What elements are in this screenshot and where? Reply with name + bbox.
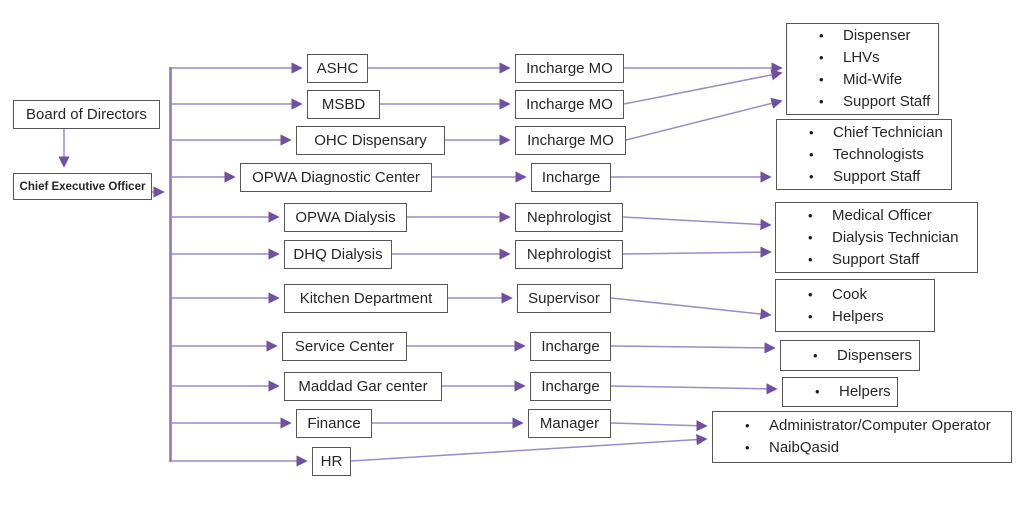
staff-box-admin: • Administrator/Computer Operator • NaibQa… (712, 411, 1012, 463)
connector-incharge9-staff (610, 383, 778, 395)
connector-hr-staff (350, 433, 708, 462)
connector-nephrologist2-staff (622, 246, 772, 258)
list-item: • Support Staff (789, 91, 936, 113)
staff-box-service: • Dispensers (780, 340, 920, 371)
dept-box-dhq-dialysis: DHQ Dialysis (284, 240, 392, 269)
role-box-supervisor: Supervisor (517, 284, 611, 313)
list-item: • Administrator/Computer Operator (715, 415, 1009, 437)
connector-inchargemo3-staff (625, 97, 783, 141)
bullet-icon: • (809, 124, 814, 140)
dept-box-kitchen-department: Kitchen Department (284, 284, 448, 313)
list-item: • Helpers (778, 306, 932, 328)
connector-supervisor-staff (610, 297, 772, 320)
list-item: • LHVs (789, 47, 936, 69)
role-box-nephrologist-2: Nephrologist (515, 240, 623, 269)
bullet-icon: • (809, 146, 814, 162)
list-item: • Dialysis Technician (778, 227, 975, 249)
connector-nephrologist1-staff (622, 216, 772, 231)
staff-item-label: Mid-Wife (843, 71, 903, 88)
list-item: • Medical Officer (778, 205, 975, 227)
bullet-icon: • (813, 347, 818, 363)
bullet-icon: • (808, 229, 813, 245)
dept-box-maddad-gar-center: Maddad Gar center (284, 372, 442, 401)
bullet-icon: • (819, 72, 824, 87)
dept-box-service-center: Service Center (282, 332, 407, 361)
staff-box-maddadgar: • Helpers (782, 377, 898, 407)
role-box-incharge-mo-3: Incharge MO (515, 126, 626, 155)
role-box-manager: Manager (528, 409, 611, 438)
staff-item-label: Administrator/Computer Operator (769, 417, 991, 434)
role-box-incharge-diagnostic: Incharge (531, 163, 611, 192)
staff-item-label: Support Staff (833, 167, 921, 185)
staff-item-label: Cook (832, 285, 868, 303)
ceo-box: Chief Executive Officer (13, 173, 152, 200)
staff-box-clinic: • Dispenser • LHVs • Mid-Wife • Support Staf… (786, 23, 939, 115)
staff-item-label: Support Staff (843, 93, 931, 110)
staff-item-label: Chief Technician (833, 123, 943, 141)
staff-box-dialysis: • Medical Officer • Dialysis Technician • S… (775, 202, 978, 273)
staff-box-kitchen: • Cook • Helpers (775, 279, 935, 332)
staff-item-label: LHVs (843, 49, 880, 66)
connector-inchargemo2-staff (623, 69, 783, 105)
staff-item-label: Medical Officer (832, 206, 932, 224)
bullet-icon: • (819, 94, 824, 109)
dept-box-hr: HR (312, 447, 351, 476)
bullet-icon: • (809, 168, 814, 184)
bullet-icon: • (815, 384, 820, 399)
role-box-incharge-maddadgar: Incharge (530, 372, 611, 401)
staff-item-label: Dispenser (843, 27, 911, 44)
list-item: • Helpers (785, 381, 895, 403)
dept-box-opwa-diagnostic-center: OPWA Diagnostic Center (240, 163, 432, 192)
bullet-icon: • (819, 28, 824, 43)
bullet-icon: • (745, 440, 750, 455)
staff-item-label: NaibQasid (769, 439, 840, 456)
list-item: • Dispenser (789, 25, 936, 47)
bullet-icon: • (808, 251, 813, 267)
dept-box-ohc-dispensary: OHC Dispensary (296, 126, 445, 155)
staff-item-label: Support Staff (832, 250, 920, 268)
bullet-icon: • (808, 308, 813, 324)
staff-item-label: Dialysis Technician (832, 228, 959, 246)
bullet-icon: • (808, 286, 813, 302)
role-box-incharge-mo-1: Incharge MO (515, 54, 624, 83)
list-item: • Chief Technician (779, 122, 949, 144)
list-item: • Support Staff (778, 249, 975, 271)
list-item: • Mid-Wife (789, 69, 936, 91)
dept-box-opwa-dialysis: OPWA Dialysis (284, 203, 407, 232)
bullet-icon: • (745, 418, 750, 433)
list-item: • NaibQasid (715, 437, 1009, 459)
staff-item-label: Dispensers (837, 346, 913, 364)
dept-box-ashc: ASHC (307, 54, 368, 83)
bullet-icon: • (819, 50, 824, 65)
role-box-nephrologist-1: Nephrologist (515, 203, 623, 232)
dept-box-finance: Finance (296, 409, 372, 438)
connector-incharge8-staff (610, 342, 776, 354)
staff-item-label: Helpers (832, 307, 884, 325)
list-item: • Dispensers (783, 345, 917, 367)
list-item: • Cook (778, 284, 932, 306)
bullet-icon: • (808, 207, 813, 223)
board-of-directors-box: Board of Directors (13, 100, 160, 129)
connector-manager-staff (610, 420, 708, 432)
staff-item-label: Helpers (839, 383, 891, 400)
list-item: • Support Staff (779, 166, 949, 188)
role-box-incharge-mo-2: Incharge MO (515, 90, 624, 119)
list-item: • Technologists (779, 144, 949, 166)
staff-box-diagnostic: • Chief Technician • Technologists • Suppor… (776, 119, 952, 190)
staff-item-label: Technologists (833, 145, 924, 163)
dept-box-msbd: MSBD (307, 90, 380, 119)
role-box-incharge-service: Incharge (530, 332, 611, 361)
